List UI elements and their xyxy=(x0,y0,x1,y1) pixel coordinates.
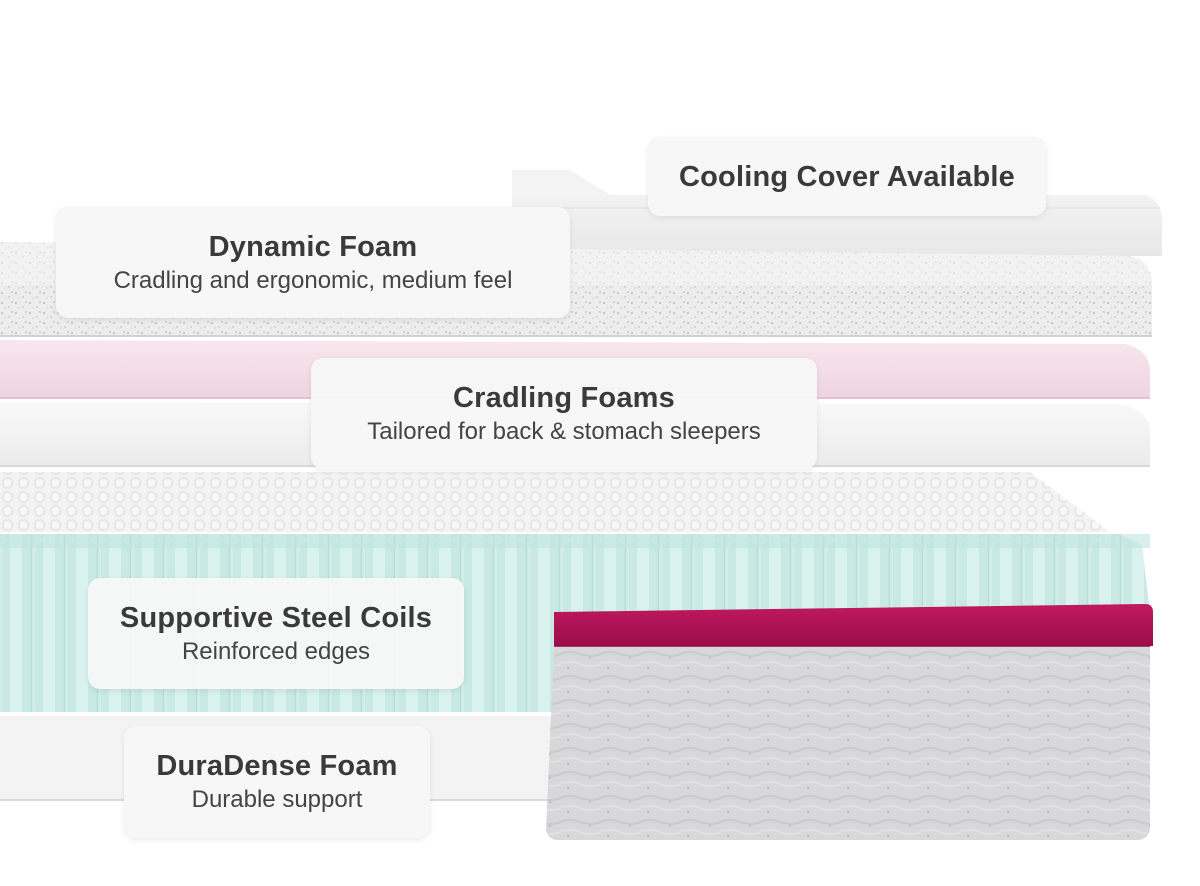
steel-coils-subtitle: Reinforced edges xyxy=(181,637,371,665)
cooling-cover-title: Cooling Cover Available xyxy=(678,160,1016,193)
dynamic-foam-subtitle: Cradling and ergonomic, medium feel xyxy=(113,266,513,294)
steel-coils-title: Supportive Steel Coils xyxy=(119,601,433,634)
cradling-foams-subtitle: Tailored for back & stomach sleepers xyxy=(367,417,761,445)
knit-side-panel xyxy=(546,646,1150,840)
dynamic-foam-title: Dynamic Foam xyxy=(208,230,418,263)
steel-coils-top xyxy=(0,472,1110,532)
cooling-cover-label: Cooling Cover Available xyxy=(648,137,1046,216)
steel-coils-label: Supportive Steel Coils Reinforced edges xyxy=(88,578,464,689)
cradling-foams-label: Cradling Foams Tailored for back & stoma… xyxy=(311,358,817,469)
duradense-foam-subtitle: Durable support xyxy=(191,786,363,813)
mattress-corner xyxy=(546,604,1153,840)
duradense-foam-label: DuraDense Foam Durable support xyxy=(124,726,430,838)
dynamic-foam-label: Dynamic Foam Cradling and ergonomic, med… xyxy=(56,207,570,318)
border-band xyxy=(554,604,1153,646)
duradense-foam-title: DuraDense Foam xyxy=(156,750,398,782)
cradling-foams-title: Cradling Foams xyxy=(453,381,675,414)
